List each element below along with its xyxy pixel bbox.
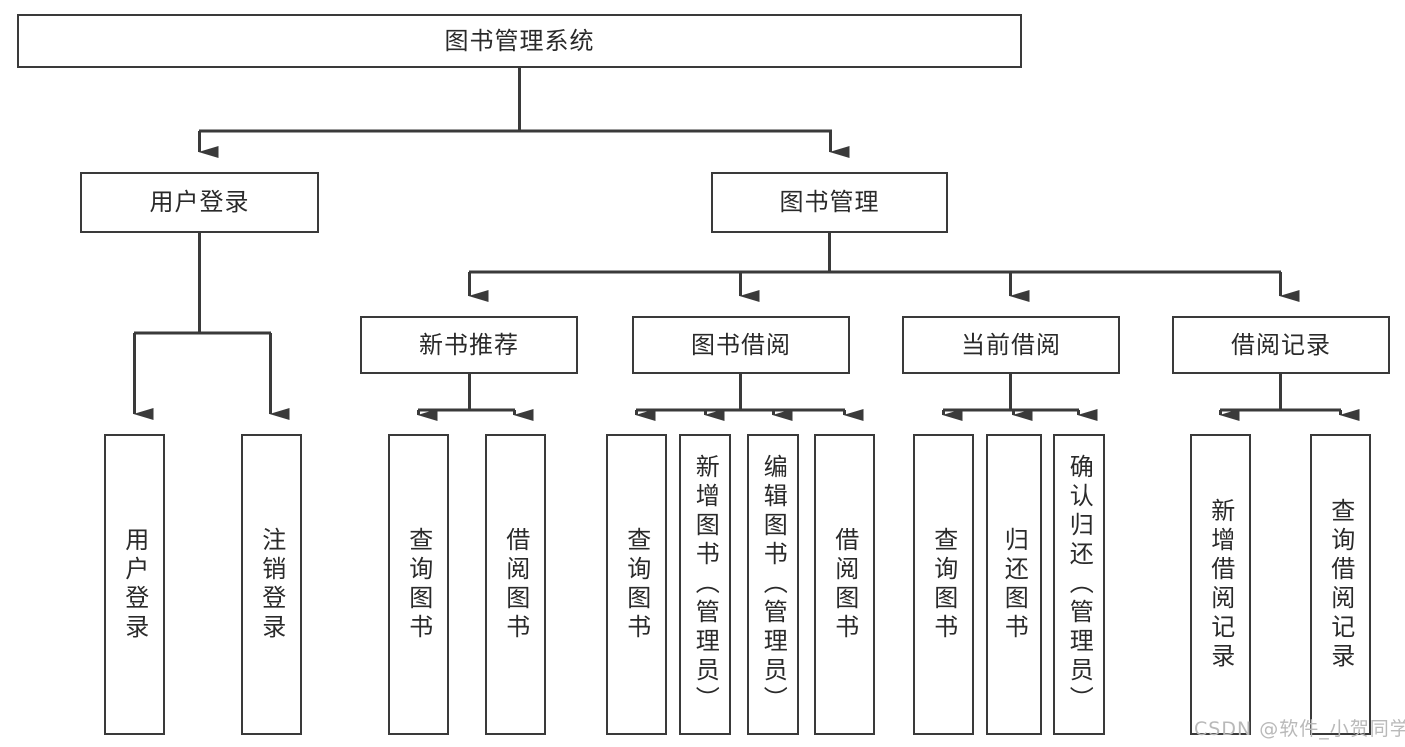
node-user-login[interactable]: 用户登录 — [80, 172, 319, 233]
leaf-label: 借阅图书 — [830, 526, 859, 643]
edge-root-to-level2 — [198, 68, 850, 158]
leaf-label: 查询借阅记录 — [1326, 497, 1355, 672]
node-leaf-query-book-3[interactable]: 查询图书 — [913, 434, 974, 735]
leaf-label: 新增图书（管理员） — [691, 454, 720, 715]
csdn-watermark: CSDN @软件_小贺同学 — [1194, 718, 1405, 740]
node-leaf-logout-login[interactable]: 注销登录 — [241, 434, 302, 735]
node-leaf-borrow-book-1[interactable]: 借阅图书 — [485, 434, 546, 735]
node-book-borrow[interactable]: 图书借阅 — [632, 316, 850, 374]
leaf-label: 查询图书 — [929, 526, 958, 643]
node-leaf-user-login[interactable]: 用户登录 — [104, 434, 165, 735]
edge-borrow-record-children — [1219, 374, 1360, 421]
node-borrow-record[interactable]: 借阅记录 — [1172, 316, 1390, 374]
leaf-label: 编辑图书（管理员） — [759, 454, 788, 715]
edge-user-login-children — [133, 233, 290, 420]
node-book-manage[interactable]: 图书管理 — [711, 172, 948, 233]
node-leaf-edit-book-admin[interactable]: 编辑图书（管理员） — [747, 434, 799, 735]
node-leaf-query-borrow-record[interactable]: 查询借阅记录 — [1310, 434, 1371, 735]
node-leaf-add-book-admin[interactable]: 新增图书（管理员） — [679, 434, 731, 735]
leaf-label: 用户登录 — [120, 526, 149, 643]
leaf-label: 查询图书 — [622, 526, 651, 643]
node-leaf-query-book-1[interactable]: 查询图书 — [388, 434, 449, 735]
leaf-label: 确认归还（管理员） — [1065, 454, 1094, 715]
node-root-system[interactable]: 图书管理系统 — [17, 14, 1022, 68]
node-leaf-borrow-book-2[interactable]: 借阅图书 — [814, 434, 875, 735]
edge-new-book-recommend-children — [417, 374, 534, 421]
node-leaf-query-book-2[interactable]: 查询图书 — [606, 434, 667, 735]
node-leaf-add-borrow-record[interactable]: 新增借阅记录 — [1190, 434, 1251, 735]
leaf-label: 新增借阅记录 — [1206, 497, 1235, 672]
leaf-label: 归还图书 — [1000, 526, 1029, 643]
node-leaf-confirm-return-admin[interactable]: 确认归还（管理员） — [1053, 434, 1105, 735]
leaf-label: 借阅图书 — [501, 526, 530, 643]
leaf-label: 注销登录 — [257, 526, 286, 643]
node-new-book-recommend[interactable]: 新书推荐 — [360, 316, 578, 374]
edge-book-manage-children — [468, 233, 1300, 302]
node-current-borrow[interactable]: 当前借阅 — [902, 316, 1120, 374]
node-leaf-return-book[interactable]: 归还图书 — [986, 434, 1042, 735]
leaf-label: 查询图书 — [404, 526, 433, 643]
edge-current-borrow-children — [942, 374, 1098, 421]
edge-book-borrow-children — [635, 374, 864, 421]
